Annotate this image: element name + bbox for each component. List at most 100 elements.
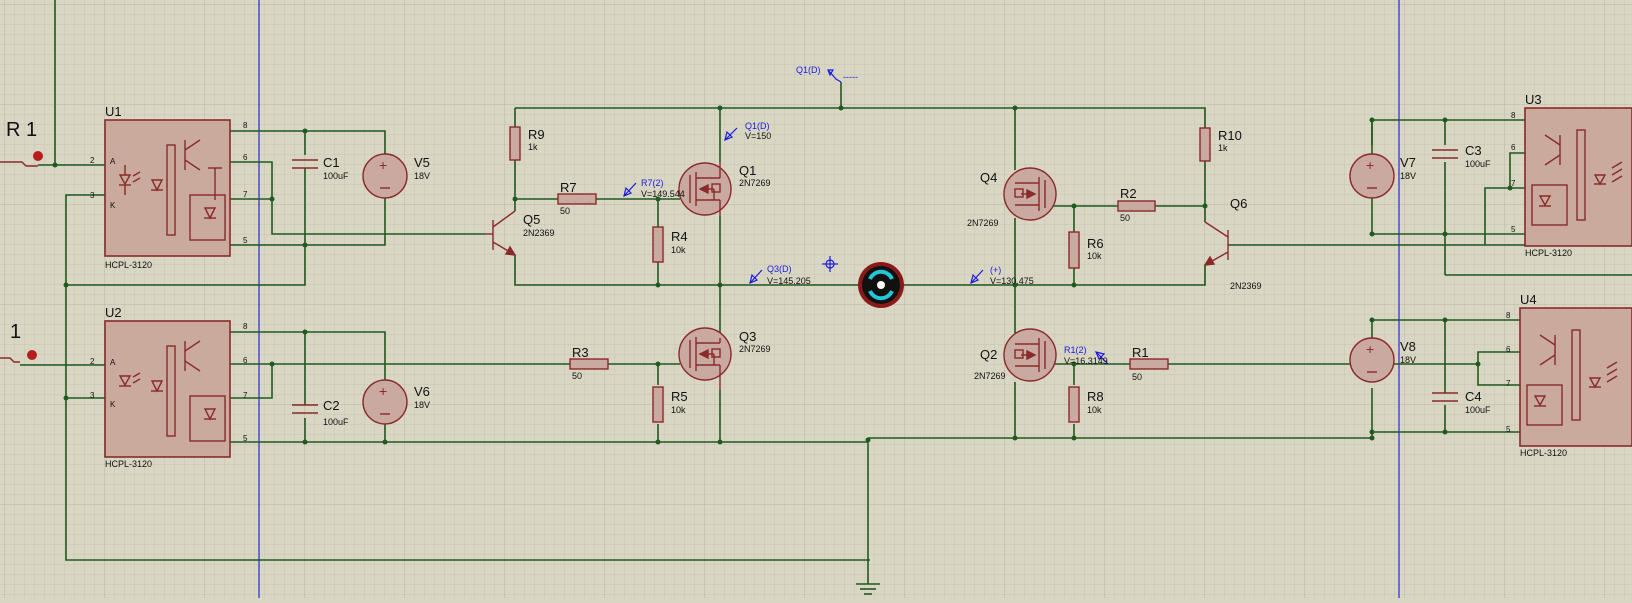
motor-rotation-icon[interactable] [858, 262, 904, 308]
bjt-ref: Q6 [1230, 196, 1247, 211]
source-value: 18V [1400, 355, 1416, 365]
voltage-probe-plus[interactable]: (+) V=130.475 [970, 265, 1034, 286]
bjt-q6[interactable]: Q6 2N2369 [1203, 196, 1262, 291]
res-ref: R7 [560, 180, 577, 195]
probe-name: (+) [990, 265, 1001, 275]
source-ref: V5 [414, 155, 430, 170]
pin-number: 2 [90, 357, 95, 366]
fet-value: 2N7269 [967, 218, 999, 228]
pin-number: 8 [243, 322, 248, 331]
pin-label: K [110, 400, 116, 409]
opto-ref: U2 [105, 305, 122, 320]
resistor-r8[interactable]: R8 10k [1068, 386, 1104, 423]
resistor-r2[interactable]: R2 50 [1117, 186, 1156, 223]
resistor-r5[interactable]: R5 10k [652, 386, 688, 423]
source-value: 18V [1400, 171, 1416, 181]
junctions [52, 105, 1513, 445]
probe-value: V=145.205 [767, 276, 811, 286]
voltage-probe-q1d[interactable]: Q1(D) V=150 [724, 121, 771, 142]
pin-number: 6 [1511, 143, 1516, 152]
pin-number: 5 [243, 236, 248, 245]
probe-value: ----- [843, 72, 858, 82]
res-value: 10k [1087, 251, 1102, 261]
probe-value: V=149.544 [641, 189, 685, 199]
capacitor-c1[interactable]: C1 100uF [292, 155, 349, 181]
probe-name: R1(2) [1064, 345, 1087, 355]
resistor-r6[interactable]: R6 10k [1068, 231, 1104, 269]
res-ref: R5 [671, 389, 688, 404]
fet-ref: Q2 [980, 347, 997, 362]
pin-number: 8 [1506, 311, 1511, 320]
bjt-q5[interactable]: Q5 2N2369 [485, 210, 555, 256]
voltage-probe-r7[interactable]: R7(2) V=149.544 [623, 178, 685, 199]
mosfet-q3[interactable]: Q3 2N7269 [678, 327, 771, 390]
optocoupler-u3[interactable]: U3 HCPL-3120 8 6 7 5 [1511, 92, 1632, 258]
optocoupler-u4[interactable]: U4 HCPL-3120 8 6 7 5 [1506, 292, 1632, 458]
resistor-r7[interactable]: R7 50 [557, 180, 597, 216]
fet-ref: Q4 [980, 170, 997, 185]
pin-number: 5 [1506, 425, 1511, 434]
resistor-r4[interactable]: R4 10k [652, 226, 688, 263]
pin-number: 8 [1511, 111, 1516, 120]
resistor-r9[interactable]: R9 1k [509, 126, 545, 161]
probe-value: V=130.475 [990, 276, 1034, 286]
optocoupler-u2[interactable]: U2 HCPL-3120 A K 2 3 8 6 7 5 [90, 305, 248, 469]
capacitor-c3[interactable]: C3 100uF [1432, 143, 1491, 169]
res-value: 1k [528, 142, 538, 152]
pin-number: 5 [243, 434, 248, 443]
pin-number: 7 [1511, 179, 1516, 188]
mosfet-q1[interactable]: Q1 2N7269 [678, 162, 771, 216]
resistor-r10[interactable]: R10 1k [1199, 127, 1242, 162]
pin-number: 8 [243, 121, 248, 130]
pin-number: 3 [90, 191, 95, 200]
source-ref: V6 [414, 384, 430, 399]
bjt-value: 2N2369 [1230, 281, 1262, 291]
source-ref: V7 [1400, 155, 1416, 170]
voltage-probe-r1[interactable]: R1(2) V=16.3149 [1064, 345, 1109, 366]
voltage-probe-q1d-top[interactable]: Q1(D) ----- [796, 65, 858, 83]
opto-part: HCPL-3120 [105, 459, 152, 469]
pin-number: 2 [90, 156, 95, 165]
res-value: 1k [1218, 143, 1228, 153]
res-ref: R4 [671, 229, 688, 244]
voltage-source-v6[interactable]: + V6 18V [362, 379, 430, 425]
res-ref: R1 [1132, 345, 1149, 360]
pin-label: A [110, 358, 116, 367]
voltage-source-v8[interactable]: + V8 18V [1349, 337, 1416, 383]
left-port-bottom[interactable]: 1 [0, 321, 37, 363]
source-value: 18V [414, 171, 430, 181]
capacitor-c2[interactable]: C2 100uF [292, 398, 349, 427]
resistor-r1[interactable]: R1 50 [1129, 345, 1169, 382]
mosfet-q4[interactable]: Q4 2N7269 [967, 167, 1057, 228]
pin-number: 7 [243, 190, 248, 199]
optocoupler-u1[interactable]: U1 HCPL-3120 A K 2 3 8 6 7 5 [90, 104, 248, 270]
pin-number: 7 [1506, 379, 1511, 388]
cap-value: 100uF [323, 171, 349, 181]
port-terminal-icon [33, 151, 43, 161]
voltage-probe-q3d[interactable]: Q3(D) V=145.205 [749, 264, 811, 286]
opto-part: HCPL-3120 [105, 260, 152, 270]
opto-part: HCPL-3120 [1525, 248, 1572, 258]
ground-icon [856, 580, 880, 595]
cap-ref: C4 [1465, 389, 1482, 404]
pin-number: 6 [243, 356, 248, 365]
cap-value: 100uF [1465, 405, 1491, 415]
pin-number: 6 [243, 153, 248, 162]
voltage-source-v5[interactable]: + V5 18V [362, 153, 430, 199]
opto-part: HCPL-3120 [1520, 448, 1567, 458]
plus-icon: + [379, 157, 387, 173]
left-port-top-label: R 1 [6, 119, 37, 141]
res-value: 10k [671, 245, 686, 255]
resistor-r3[interactable]: R3 50 [569, 345, 609, 381]
probe-value: V=16.3149 [1064, 356, 1108, 366]
capacitor-c4[interactable]: C4 100uF [1432, 389, 1491, 415]
cap-ref: C1 [323, 155, 340, 170]
cap-ref: C2 [323, 398, 340, 413]
voltage-source-v7[interactable]: + V7 18V [1349, 153, 1416, 199]
left-port-top[interactable]: R 1 [0, 119, 43, 167]
probe-name: R7(2) [641, 178, 664, 188]
mosfet-q2[interactable]: Q2 2N7269 [974, 328, 1057, 382]
